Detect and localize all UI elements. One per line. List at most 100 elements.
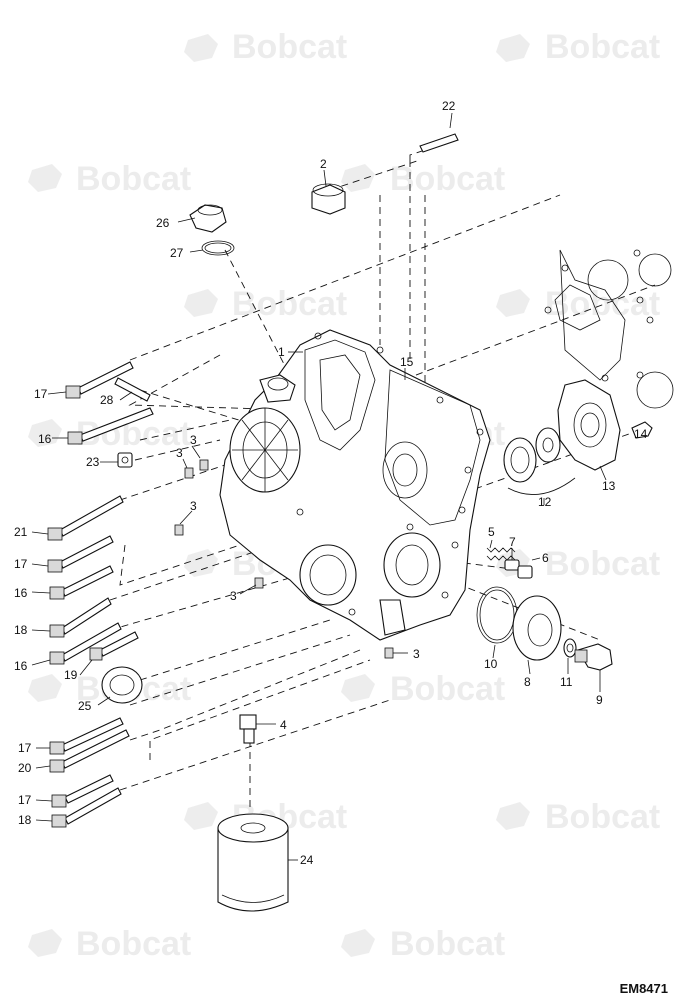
callout-3: 3 [190, 499, 197, 513]
set-screw [199, 459, 209, 471]
bobcat-watermark-logo: Bobcat [28, 160, 191, 198]
callout-11: 11 [560, 675, 573, 689]
callout-3: 3 [190, 433, 197, 447]
callout-16: 16 [14, 659, 28, 673]
leader-lines [31, 112, 643, 861]
callout-26: 26 [156, 216, 170, 230]
bolt-17-top [65, 361, 134, 399]
bobcat-watermark-logo: Bobcat [184, 28, 347, 66]
drain-plug-bolt [574, 643, 613, 671]
callout-5: 5 [488, 525, 495, 539]
callout-19: 19 [64, 668, 78, 682]
bolt-16-upper [67, 407, 154, 445]
oil-pump-outer-rotor [503, 437, 537, 483]
housing-ribs [232, 408, 298, 492]
oil-pump-bolt-14 [631, 421, 653, 439]
callout-17: 17 [18, 793, 32, 807]
callout-3: 3 [413, 647, 420, 661]
oil-pump-inner-rotor [535, 427, 561, 463]
callout-20: 20 [18, 761, 32, 775]
nut-23 [117, 452, 133, 468]
stud-28 [114, 377, 151, 402]
watermark-text: Bobcat [390, 670, 505, 708]
watermark-text: Bobcat [76, 160, 191, 198]
callout-14: 14 [634, 427, 648, 441]
callout-3: 3 [230, 589, 237, 603]
o-ring-large [476, 586, 518, 644]
callout-6: 6 [542, 551, 549, 565]
callout-3: 3 [176, 446, 183, 460]
housing-bolt-holes [296, 332, 484, 616]
callout-16: 16 [14, 586, 28, 600]
callout-22: 22 [442, 99, 456, 113]
bolt-20 [49, 729, 130, 773]
bolt-17-low2 [51, 774, 114, 808]
oil-filter [217, 813, 289, 912]
bobcat-watermark-logo: Bobcat [496, 285, 660, 323]
bolt-18-low [51, 787, 122, 828]
watermark-text: Bobcat [232, 28, 347, 66]
callout-16: 16 [38, 432, 52, 446]
set-screw [384, 647, 394, 659]
callout-4: 4 [280, 718, 287, 732]
callout-25: 25 [78, 699, 92, 713]
callout-24: 24 [300, 853, 314, 867]
bolt-17-mid1 [47, 535, 114, 573]
bobcat-watermark-logo: Bobcat [341, 160, 505, 198]
watermark-text: Bobcat [76, 925, 191, 963]
callout-28: 28 [100, 393, 114, 407]
gasket-outline [544, 249, 674, 409]
callout-18: 18 [18, 813, 32, 827]
watermark-text: Bobcat [545, 28, 660, 66]
bobcat-watermark-logo: Bobcat [341, 925, 505, 963]
callout-1: 1 [278, 345, 285, 359]
oil-filler-cap [189, 204, 227, 233]
oil-filter-nipple [239, 714, 257, 744]
callout-7: 7 [509, 535, 516, 549]
callout-13: 13 [602, 479, 616, 493]
callout-27: 27 [170, 246, 184, 260]
drawing-number: EM8471 [619, 981, 668, 996]
set-screw [184, 467, 194, 479]
dowel-pin [419, 133, 459, 153]
callout-labels: 1 2 3 3 3 3 3 4 5 6 7 8 9 10 11 12 13 14… [14, 99, 648, 867]
watermark-text: Bobcat [232, 285, 347, 323]
bolt-16-lower [49, 622, 122, 665]
watermark-text: Bobcat [390, 925, 505, 963]
relief-valve-plunger [504, 559, 520, 571]
set-screw [174, 524, 184, 536]
set-screw [254, 577, 264, 589]
bolt-17-low1 [49, 717, 124, 755]
oil-seal-25 [101, 666, 143, 704]
bolt-19 [89, 631, 139, 661]
callout-18: 18 [14, 623, 28, 637]
bolt-18-mid [49, 597, 112, 638]
callout-9: 9 [596, 693, 603, 707]
washer-small [563, 638, 577, 658]
callout-17: 17 [14, 557, 28, 571]
callout-15: 15 [400, 355, 414, 369]
rotor-group-bracket [507, 477, 576, 495]
front-cover-housing [219, 329, 491, 641]
oil-pump-cover [557, 379, 621, 471]
relief-valve-plug [517, 565, 533, 579]
callout-21: 21 [14, 525, 28, 539]
bobcat-watermark-logo: Bobcat [496, 798, 660, 836]
watermark-layer: Bobcat Bobcat Bobcat Bobcat Bobcat Bobca… [28, 28, 660, 963]
filler-cap-o-ring [201, 240, 235, 256]
callout-23: 23 [86, 455, 100, 469]
bobcat-watermark-logo: Bobcat [28, 925, 191, 963]
watermark-text: Bobcat [545, 545, 660, 583]
callout-12: 12 [538, 495, 552, 509]
plug-cap [311, 183, 346, 215]
bobcat-watermark-logo: Bobcat [184, 285, 347, 323]
watermark-text: Bobcat [390, 160, 505, 198]
callout-17: 17 [34, 387, 48, 401]
callout-8: 8 [524, 675, 531, 689]
bobcat-watermark-logo: Bobcat [496, 28, 660, 66]
callout-17: 17 [18, 741, 32, 755]
watermark-text: Bobcat [545, 798, 660, 836]
bolt-16-mid [49, 565, 114, 600]
bobcat-watermark-logo: Bobcat [341, 670, 505, 708]
